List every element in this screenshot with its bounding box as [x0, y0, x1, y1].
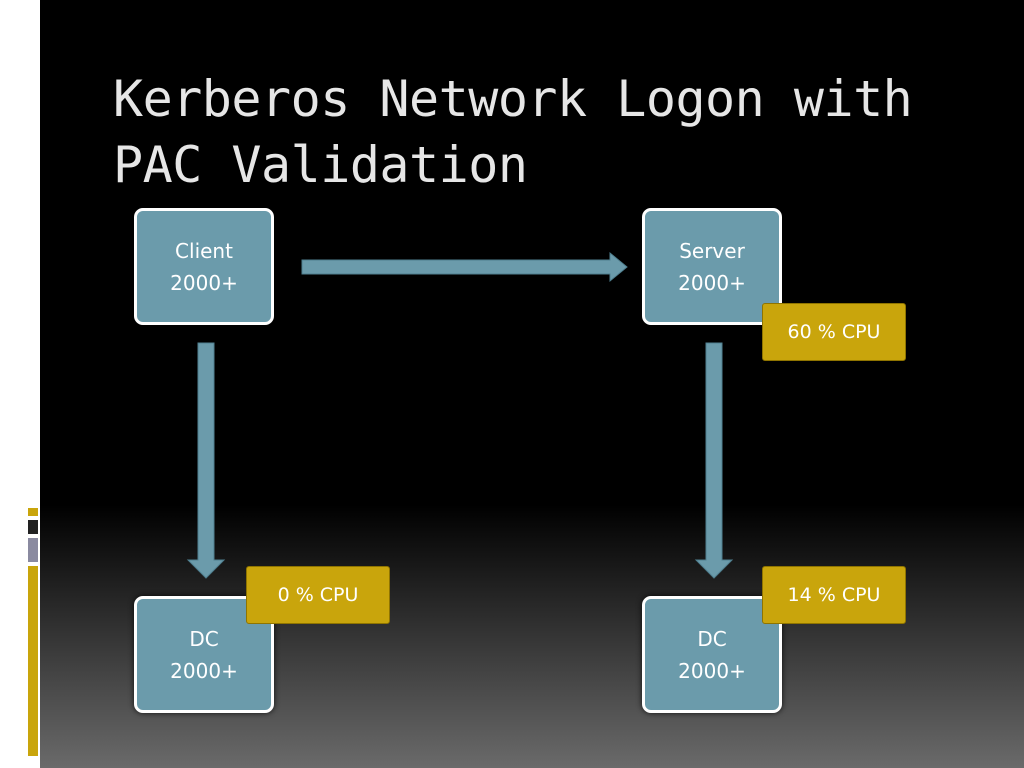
dc-right-cpu-badge: 14 % CPU: [762, 566, 906, 624]
slide-title-line-2: PAC Validation: [113, 136, 528, 194]
dc-left-node-name: DC: [189, 626, 219, 651]
dc-right-node: DC 2000+: [642, 596, 782, 713]
arrow-client-to-server: [301, 251, 628, 283]
server-node-version: 2000+: [678, 270, 746, 295]
server-node: Server 2000+: [642, 208, 782, 325]
client-node-version: 2000+: [170, 270, 238, 295]
slide-title: Kerberos Network Logon with PAC Validati…: [113, 66, 993, 198]
server-node-name: Server: [679, 238, 745, 263]
server-cpu-badge: 60 % CPU: [762, 303, 906, 361]
dc-right-node-name: DC: [697, 626, 727, 651]
dc-left-node-version: 2000+: [170, 658, 238, 683]
side-decoration: [28, 0, 40, 768]
slide-title-line-1: Kerberos Network Logon with: [113, 70, 913, 128]
client-node-name: Client: [175, 238, 233, 263]
arrow-server-to-dc: [694, 342, 734, 579]
arrow-client-to-dc: [186, 342, 226, 579]
dc-right-node-version: 2000+: [678, 658, 746, 683]
client-node: Client 2000+: [134, 208, 274, 325]
dc-left-cpu-badge: 0 % CPU: [246, 566, 390, 624]
